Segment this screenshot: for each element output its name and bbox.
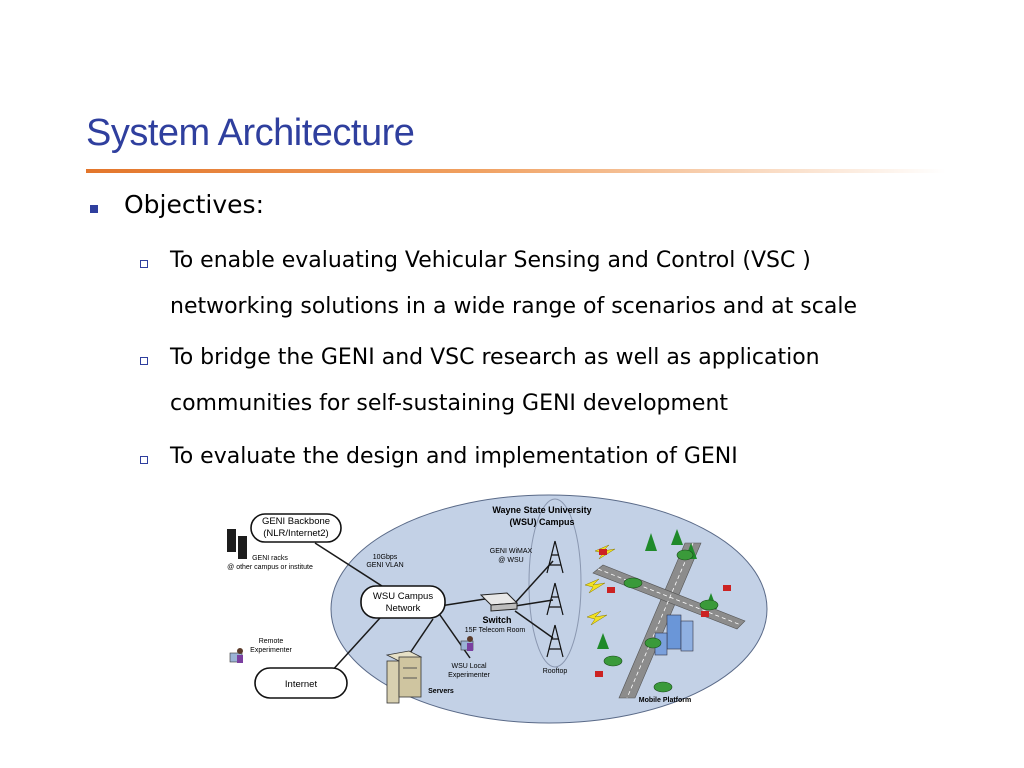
- bullet-line: To evaluate the design and implementatio…: [170, 444, 738, 469]
- rooftop-label: Rooftop: [543, 668, 568, 675]
- racks-label: GENI racks: [252, 555, 288, 562]
- bullet-item: To bridge the GENI and VSC research as w…: [170, 335, 930, 427]
- campus-network-label: WSU Campus: [373, 591, 433, 602]
- switch-label: Switch: [482, 615, 511, 625]
- person-at-computer-icon: [229, 648, 243, 663]
- mobile-platform-label: Mobile Platform: [639, 697, 692, 704]
- server-rack-icon: [227, 529, 247, 559]
- local-experimenter-label: WSU Local: [451, 663, 486, 670]
- tree-icon: [597, 529, 717, 649]
- rooftop-outline: [528, 498, 582, 668]
- wimax-label: @ WSU: [498, 557, 523, 564]
- servers-label: Servers: [428, 688, 454, 695]
- campus-network-label: Network: [386, 603, 421, 614]
- campus-title: (WSU) Campus: [510, 517, 575, 527]
- vehicle-icon: [603, 549, 719, 693]
- wimax-label: GENI WiMAX: [490, 548, 533, 555]
- bullet-line: networking solutions in a wide range of …: [170, 294, 857, 319]
- campus-network-cloud: WSU Campus Network: [360, 585, 446, 619]
- bullet-item: To enable evaluating Vehicular Sensing a…: [170, 238, 930, 330]
- remote-experimenter-label: Experimenter: [250, 647, 292, 654]
- local-experimenter-label: Experimenter: [448, 672, 490, 679]
- objectives-heading: Objectives:: [124, 190, 264, 219]
- bullet-line: communities for self-sustaining GENI dev…: [170, 391, 729, 416]
- remote-experimenter-label: Remote: [259, 638, 284, 645]
- internet-cloud: Internet: [254, 667, 348, 699]
- vlan-label: GENI VLAN: [366, 562, 403, 569]
- backbone-label: GENI Backbone: [262, 516, 330, 527]
- backbone-label: (NLR/Internet2): [263, 528, 328, 539]
- bullet-item: To evaluate the design and implementatio…: [170, 434, 930, 480]
- switch-icon: [479, 592, 519, 612]
- title-underline: [86, 169, 946, 173]
- server-icon: [385, 650, 423, 704]
- building-icon: [654, 614, 694, 656]
- racks-label: @ other campus or institute: [227, 564, 313, 571]
- vlan-label: 10Gbps: [373, 554, 398, 561]
- antenna-tower-icon: [546, 540, 564, 658]
- square-bullet-icon: [90, 205, 98, 213]
- architecture-diagram: GENI Backbone (NLR/Internet2) GENI racks…: [227, 494, 768, 724]
- bullet-line: To enable evaluating Vehicular Sensing a…: [170, 248, 811, 273]
- network-links: [314, 542, 554, 674]
- person-at-computer-icon: [460, 636, 474, 651]
- hollow-square-bullet-icon: [140, 260, 148, 268]
- slide-title: System Architecture: [86, 112, 415, 154]
- hollow-square-bullet-icon: [140, 456, 148, 464]
- house-icon: [595, 549, 731, 677]
- campus-title: Wayne State University: [492, 505, 591, 515]
- bullet-line: To bridge the GENI and VSC research as w…: [170, 345, 820, 370]
- telecom-label: 15F Telecom Room: [465, 627, 526, 634]
- hollow-square-bullet-icon: [140, 357, 148, 365]
- geni-backbone-cloud: GENI Backbone (NLR/Internet2): [250, 513, 342, 543]
- internet-label: Internet: [285, 679, 318, 690]
